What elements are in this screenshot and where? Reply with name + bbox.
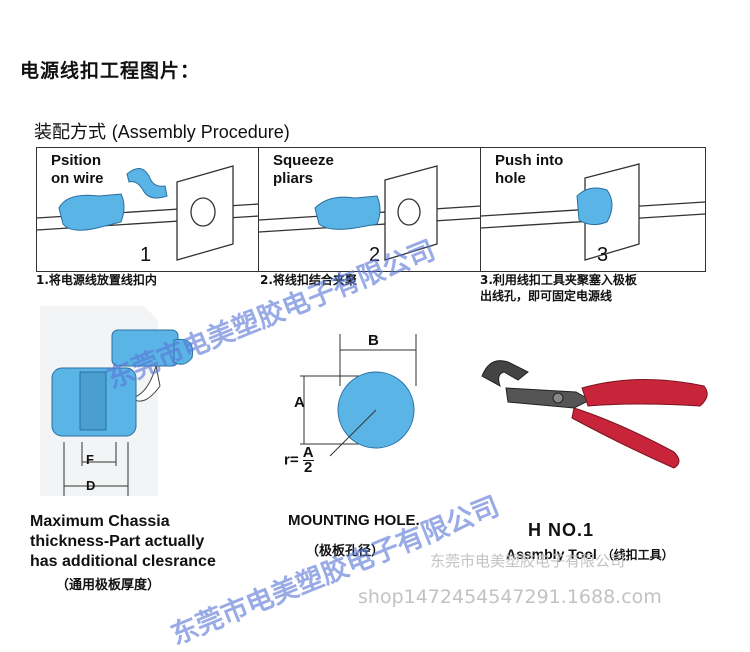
step-3-caption: 3.利用线扣工具夹聚塞入极板 出线孔，即可固定电源线 [480,273,637,303]
assembly-header-en: (Assembly Procedure) [111,122,290,142]
step-2-caption: 2.将线扣结合夹聚 [260,273,357,287]
dimension-a-label: A [294,394,305,411]
assembly-step-3-panel: Push into hole 3 [480,147,706,272]
mounting-hole-label-cn: （极板孔径） [306,544,385,559]
step-2-number: 2 [369,244,381,266]
radius-fraction: A 2 [302,444,314,476]
radius-label: r= A 2 [284,444,314,476]
page-title: 电源线扣工程图片： [20,60,201,82]
step-1-illustration [37,165,259,261]
chassis-desc-line-2: thickness-Part actually [30,533,205,550]
radius-prefix: r= [284,451,299,469]
assembly-step-2-panel: Squeeze pliars 2 [258,147,482,272]
mounting-hole-diagram [300,334,417,457]
mounting-hole-label: MOUNTING HOLE. [288,512,420,529]
step-3-illustration [481,163,705,261]
chassis-description-cn: （通用极板厚度） [56,578,161,593]
dimension-d-label: D [86,478,96,493]
tool-description-en: Assmbly Tool [506,546,597,562]
tool-description-cn: （线扣工具） [601,548,674,562]
tool-model-label: H NO.1 [528,520,595,540]
chassis-desc-line-1: Maximum Chassia [30,513,170,530]
radius-denominator: 2 [304,459,313,476]
dimension-f-label: F [86,452,94,467]
chassis-description: Maximum Chassia thickness-Part actually … [30,512,216,572]
shop-watermark-url: shop1472454547291.1688.com [358,586,662,608]
chassis-thickness-diagram [40,306,194,496]
assembly-header-cn: 装配方式 [34,122,106,143]
step-3-number: 3 [597,244,609,266]
radius-numerator: A [302,444,314,461]
step-3-label: Push into hole [495,152,564,187]
assembly-step-1-panel: Psition on wire 1 [36,147,260,272]
step-1-caption: 1.将电源线放置线扣内 [36,273,157,287]
assembly-pliers-illustration [481,360,708,469]
shop-watermark-company: 东莞市电美塑胶电子有限公司 [430,552,626,570]
tool-description: Assmbly Tool （线扣工具） [506,546,674,563]
step-2-label: Squeeze pliars [273,152,334,187]
step-1-number: 1 [140,244,152,266]
dimension-b-label: B [368,332,379,349]
assembly-procedure-header: 装配方式 (Assembly Procedure) [34,118,290,144]
step-2-illustration [259,165,481,261]
chassis-desc-line-3: has additional clesrance [30,553,216,570]
step-1-label: Psition on wire [51,152,104,187]
